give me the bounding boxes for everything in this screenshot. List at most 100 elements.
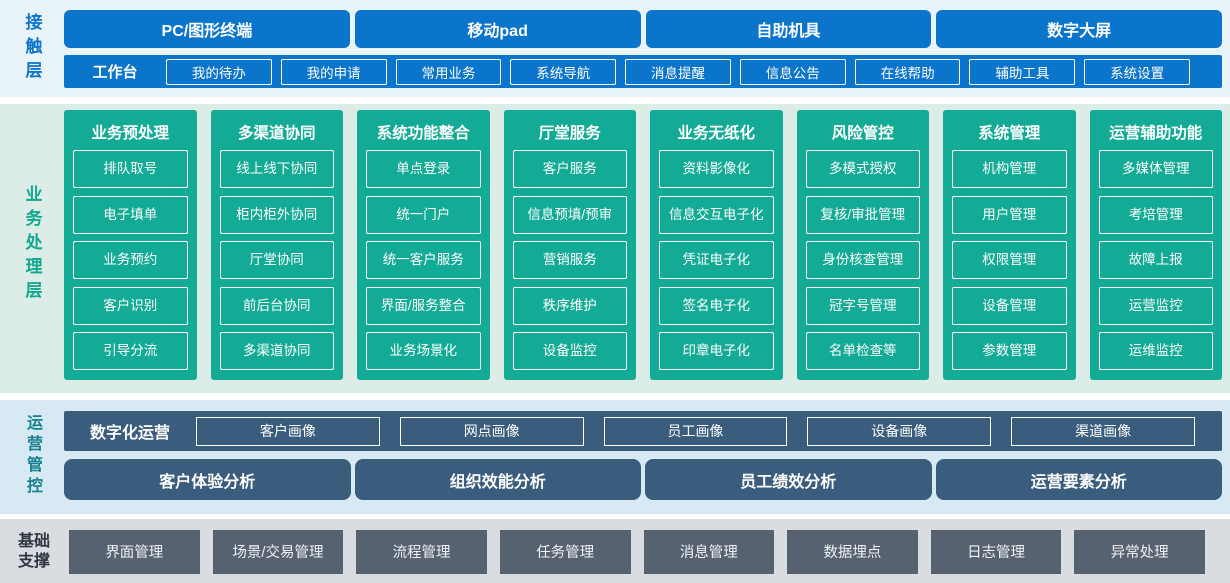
contact-layer-label: 接触层 — [22, 13, 42, 85]
business-column-title: 运营辅助功能 — [1109, 125, 1203, 142]
business-column-title: 业务预处理 — [91, 125, 169, 142]
analysis-button[interactable]: 员工绩效分析 — [645, 459, 932, 500]
profile-button[interactable]: 网点画像 — [399, 416, 584, 446]
foundation-button[interactable]: 异常处理 — [1074, 529, 1205, 574]
business-function-button[interactable]: 电子填单 — [73, 195, 188, 234]
business-function-button[interactable]: 运维监控 — [1098, 332, 1213, 370]
business-function-button[interactable]: 厅堂协同 — [219, 241, 334, 279]
workbench-button[interactable]: 常用业务 — [395, 58, 502, 85]
business-function-button[interactable]: 名单检查等 — [805, 332, 920, 370]
device-button[interactable]: 自助机具 — [645, 10, 932, 48]
business-function-button[interactable]: 单点登录 — [366, 150, 481, 188]
business-column-title: 多渠道协同 — [237, 125, 316, 142]
business-function-button[interactable]: 机构管理 — [952, 150, 1067, 188]
business-function-button[interactable]: 资料影像化 — [659, 150, 774, 188]
business-function-button[interactable]: 业务场景化 — [366, 332, 481, 370]
digital-ops-items: 客户画像网点画像员工画像设备画像渠道画像 — [196, 416, 1195, 446]
business-function-button[interactable]: 排队取号 — [73, 150, 188, 188]
foundation-button[interactable]: 界面管理 — [69, 529, 200, 574]
business-function-button[interactable]: 客户识别 — [73, 286, 188, 325]
business-function-button[interactable]: 客户服务 — [512, 150, 627, 188]
business-function-button[interactable]: 多媒体管理 — [1098, 150, 1213, 188]
workbench-label: 工作台 — [92, 64, 138, 81]
business-function-button[interactable]: 故障上报 — [1098, 241, 1213, 279]
business-function-button[interactable]: 设备管理 — [952, 286, 1067, 325]
foundation-button[interactable]: 数据埋点 — [787, 529, 918, 574]
business-function-button[interactable]: 引导分流 — [73, 332, 188, 370]
business-function-button[interactable]: 统一门户 — [366, 195, 481, 234]
device-button[interactable]: 移动pad — [354, 10, 641, 48]
foundation-button[interactable]: 日志管理 — [930, 529, 1062, 574]
foundation-button[interactable]: 任务管理 — [499, 529, 631, 574]
business-function-button[interactable]: 凭证电子化 — [659, 241, 774, 279]
business-column: 风险管控 多模式授权复核/审批管理身份核查管理冠字号管理名单检查等 — [796, 110, 929, 380]
business-function-button[interactable]: 统一客户服务 — [366, 241, 481, 279]
business-function-button[interactable]: 秩序维护 — [512, 286, 627, 325]
business-function-button[interactable]: 业务预约 — [73, 241, 188, 279]
profile-button[interactable]: 员工画像 — [603, 416, 788, 446]
business-function-button[interactable]: 复核/审批管理 — [805, 195, 920, 234]
section-divider — [0, 393, 1230, 400]
business-function-button[interactable]: 运营监控 — [1098, 286, 1213, 325]
device-button[interactable]: PC/图形终端 — [64, 10, 350, 48]
business-function-button[interactable]: 信息交互电子化 — [659, 195, 774, 234]
foundation-button[interactable]: 场景/交易管理 — [212, 529, 344, 574]
workbench-button[interactable]: 消息提醒 — [625, 58, 731, 85]
business-column-title: 系统管理 — [978, 125, 1041, 142]
profile-button[interactable]: 设备画像 — [807, 416, 992, 446]
profile-button[interactable]: 客户画像 — [196, 416, 380, 446]
workbench-button[interactable]: 系统导航 — [510, 58, 617, 85]
foundation-button[interactable]: 流程管理 — [356, 529, 487, 574]
business-layer-band: 业务处理层 业务预处理 排队取号电子填单业务预约客户识别引导分流 多渠道协同 线… — [0, 104, 1230, 393]
workbench-button[interactable]: 辅助工具 — [969, 58, 1076, 85]
foundation-items: 界面管理场景/交易管理流程管理任务管理消息管理数据埋点日志管理异常处理 — [69, 529, 1205, 574]
business-column-items: 线上线下协同柜内柜外协同厅堂协同前后台协同多渠道协同 — [219, 150, 334, 370]
business-function-button[interactable]: 信息预填/预审 — [512, 195, 627, 234]
section-divider — [0, 97, 1230, 104]
analysis-button[interactable]: 组织效能分析 — [354, 459, 641, 500]
business-function-button[interactable]: 前后台协同 — [219, 286, 334, 325]
business-function-button[interactable]: 多模式授权 — [805, 150, 920, 188]
workbench-button[interactable]: 我的待办 — [166, 58, 272, 85]
foundation-button[interactable]: 消息管理 — [643, 529, 775, 574]
business-function-button[interactable]: 冠字号管理 — [805, 286, 920, 325]
workbench-button[interactable]: 系统设置 — [1084, 58, 1191, 85]
business-function-button[interactable]: 考培管理 — [1098, 195, 1213, 234]
business-function-button[interactable]: 线上线下协同 — [219, 150, 334, 188]
business-function-button[interactable]: 营销服务 — [512, 241, 627, 279]
business-column-items: 排队取号电子填单业务预约客户识别引导分流 — [73, 150, 188, 370]
business-column-items: 单点登录统一门户统一客户服务界面/服务整合业务场景化 — [366, 150, 481, 370]
business-columns: 业务预处理 排队取号电子填单业务预约客户识别引导分流 多渠道协同 线上线下协同柜… — [64, 110, 1222, 380]
device-button[interactable]: 数字大屏 — [936, 10, 1222, 48]
business-column-title: 厅堂服务 — [538, 125, 601, 142]
business-function-button[interactable]: 设备监控 — [512, 332, 627, 370]
digital-ops-bar: 数字化运营 客户画像网点画像员工画像设备画像渠道画像 — [64, 411, 1222, 451]
profile-button[interactable]: 渠道画像 — [1011, 416, 1195, 446]
section-divider — [0, 514, 1230, 519]
business-column: 多渠道协同 线上线下协同柜内柜外协同厅堂协同前后台协同多渠道协同 — [210, 110, 343, 380]
business-column: 厅堂服务 客户服务信息预填/预审营销服务秩序维护设备监控 — [503, 110, 636, 380]
business-function-button[interactable]: 印章电子化 — [659, 332, 774, 370]
business-function-button[interactable]: 签名电子化 — [659, 286, 774, 325]
workbench-button[interactable]: 在线帮助 — [854, 58, 961, 85]
business-column-items: 多媒体管理考培管理故障上报运营监控运维监控 — [1098, 150, 1213, 370]
operations-layer-content: 数字化运营 客户画像网点画像员工画像设备画像渠道画像 客户体验分析组织效能分析员… — [64, 411, 1222, 500]
business-layer-label: 业务处理层 — [22, 185, 42, 305]
business-function-button[interactable]: 身份核查管理 — [805, 241, 920, 279]
business-function-button[interactable]: 用户管理 — [952, 195, 1067, 234]
business-function-button[interactable]: 多渠道协同 — [219, 332, 334, 370]
analysis-button[interactable]: 客户体验分析 — [64, 459, 351, 500]
business-function-button[interactable]: 柜内柜外协同 — [219, 195, 334, 234]
foundation-layer-band: 基础支撑 界面管理场景/交易管理流程管理任务管理消息管理数据埋点日志管理异常处理 — [0, 519, 1230, 583]
workbench-button[interactable]: 信息公告 — [739, 58, 846, 85]
workbench-bar: 工作台 我的待办我的申请常用业务系统导航消息提醒信息公告在线帮助辅助工具系统设置 — [64, 55, 1222, 88]
business-function-button[interactable]: 权限管理 — [952, 241, 1067, 279]
business-function-button[interactable]: 界面/服务整合 — [366, 286, 481, 325]
business-layer-label-wrap: 业务处理层 — [0, 110, 64, 380]
analysis-button[interactable]: 运营要素分析 — [935, 459, 1222, 500]
business-function-button[interactable]: 参数管理 — [952, 332, 1067, 370]
business-column-title: 风险管控 — [831, 125, 894, 142]
workbench-button[interactable]: 我的申请 — [280, 58, 387, 85]
